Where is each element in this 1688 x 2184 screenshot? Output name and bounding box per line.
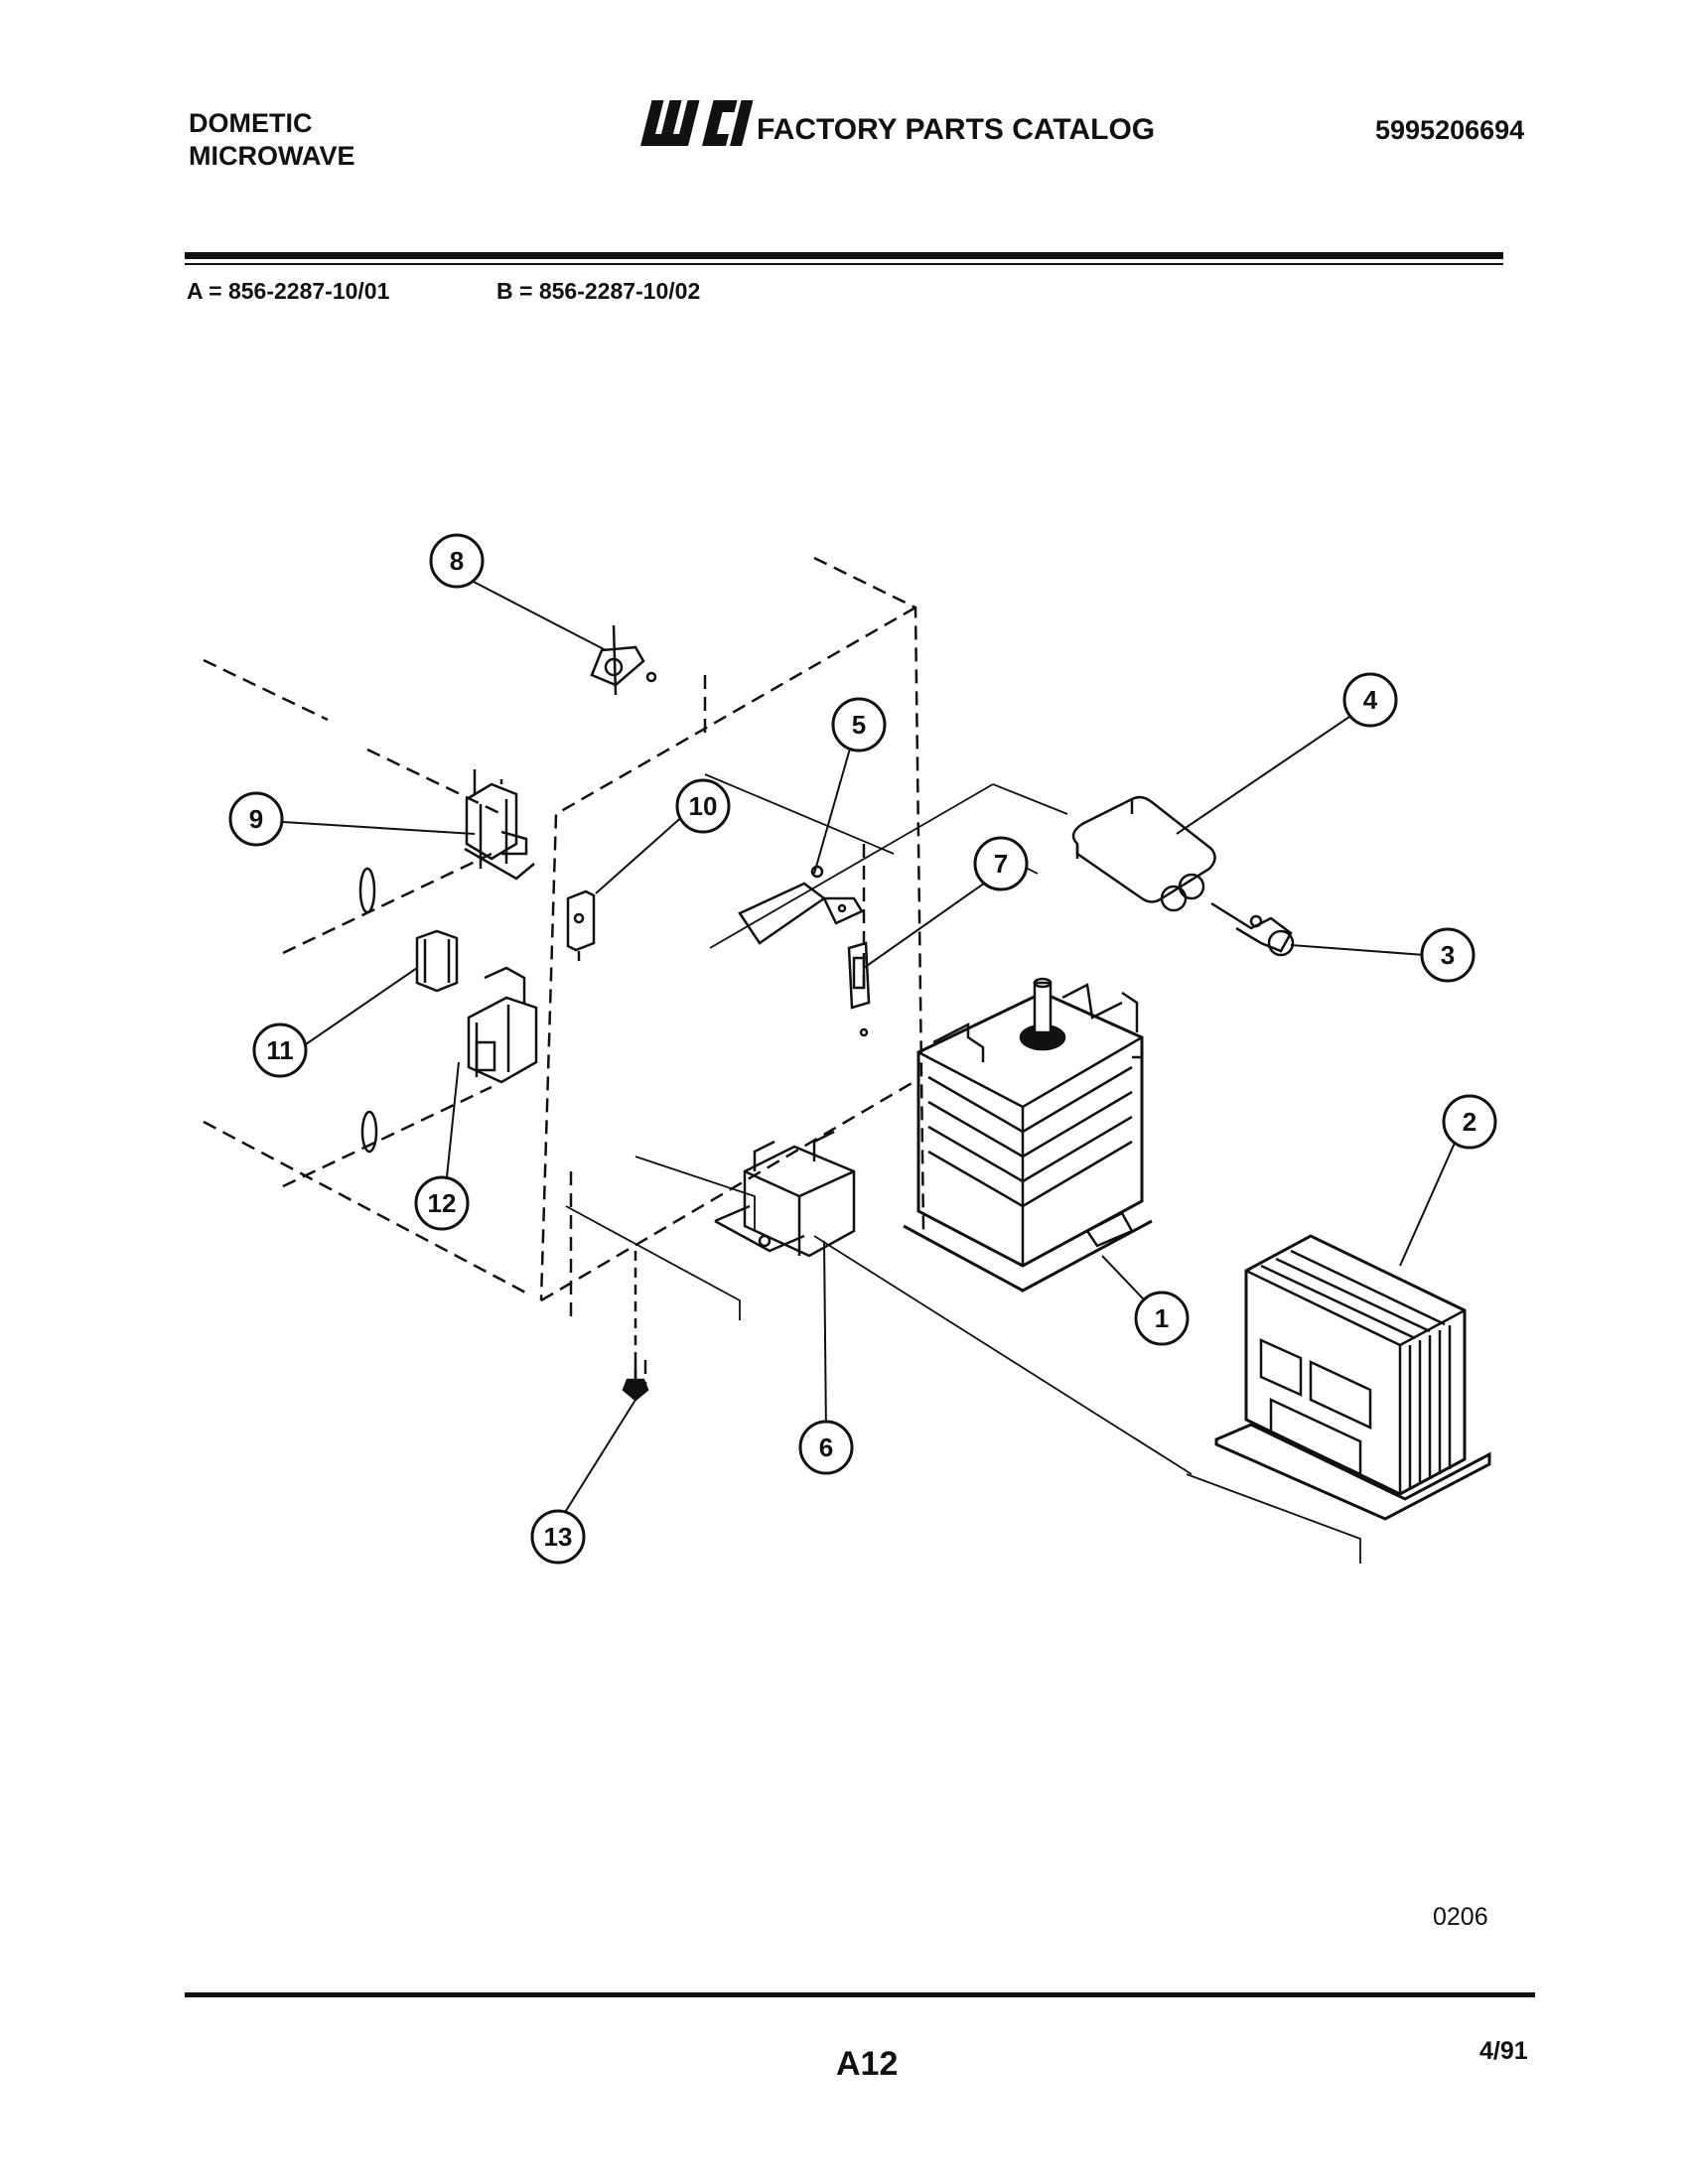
part-13-screw: [622, 1251, 649, 1402]
revision-date: 4/91: [1479, 2037, 1528, 2065]
callout-8: 8: [429, 533, 485, 589]
callout-label-9: 9: [249, 804, 263, 834]
brand-line-1: DOMETIC: [189, 108, 313, 138]
brand-line-2: MICROWAVE: [189, 141, 355, 171]
reference-lines: [565, 773, 1361, 1564]
callout-9: 9: [228, 791, 284, 847]
part-6-relay: [714, 1130, 856, 1258]
footer-rule: [185, 1992, 1535, 1997]
callout-label-1: 1: [1155, 1303, 1169, 1333]
callout-4: 4: [1342, 672, 1398, 728]
callout-3: 3: [1420, 927, 1476, 983]
callout-13: 13: [530, 1509, 586, 1565]
part-12-switch-bracket: [360, 966, 538, 1154]
part-8-thermal-cutout: [590, 624, 657, 696]
callout-2: 2: [1442, 1094, 1497, 1150]
callout-11: 11: [252, 1023, 308, 1078]
part-7-fuse-holder: [847, 941, 871, 1037]
leader-lines: [282, 580, 1461, 1515]
part-3-diode: [1210, 901, 1295, 957]
callout-6: 6: [798, 1420, 854, 1475]
part-4-capacitor: [1071, 795, 1216, 912]
cabinet-outline: [203, 556, 1144, 1390]
callout-label-12: 12: [428, 1188, 457, 1218]
model-a-label: A = 856-2287-10/01: [187, 278, 390, 304]
callout-label-11: 11: [266, 1035, 294, 1065]
part-9-interlock-switch: [358, 769, 535, 914]
catalog-title: FACTORY PARTS CATALOG: [757, 113, 1156, 146]
part-11-switch: [415, 929, 459, 993]
callout-label-2: 2: [1463, 1107, 1477, 1137]
callout-10: 10: [675, 778, 731, 834]
header-rule-thick: [185, 252, 1503, 259]
brand-block: DOMETIC MICROWAVE: [189, 107, 355, 173]
header-rule-thin: [185, 263, 1503, 265]
callout-label-3: 3: [1441, 940, 1455, 970]
callout-7: 7: [973, 836, 1029, 891]
part-1-magnetron: [903, 977, 1153, 1293]
catalog-number: 5995206694: [1375, 115, 1525, 145]
part-2-transformer: [1214, 1234, 1491, 1521]
callout-label-13: 13: [544, 1522, 573, 1552]
callout-label-4: 4: [1363, 685, 1378, 715]
drawing-code: 0206: [1433, 1903, 1488, 1931]
callout-label-7: 7: [994, 849, 1008, 879]
callout-1: 1: [1134, 1291, 1190, 1346]
model-b-label: B = 856-2287-10/02: [496, 278, 701, 304]
wci-logo: [640, 100, 753, 146]
callout-label-6: 6: [819, 1433, 833, 1462]
callout-label-5: 5: [852, 710, 866, 740]
callout-label-8: 8: [450, 546, 464, 576]
callout-12: 12: [414, 1175, 470, 1231]
callout-5: 5: [831, 697, 887, 752]
part-10-switch: [566, 889, 596, 961]
part-5-thermal-fuse: [738, 865, 864, 945]
callout-label-10: 10: [689, 791, 718, 821]
page-number: A12: [836, 2045, 899, 2083]
